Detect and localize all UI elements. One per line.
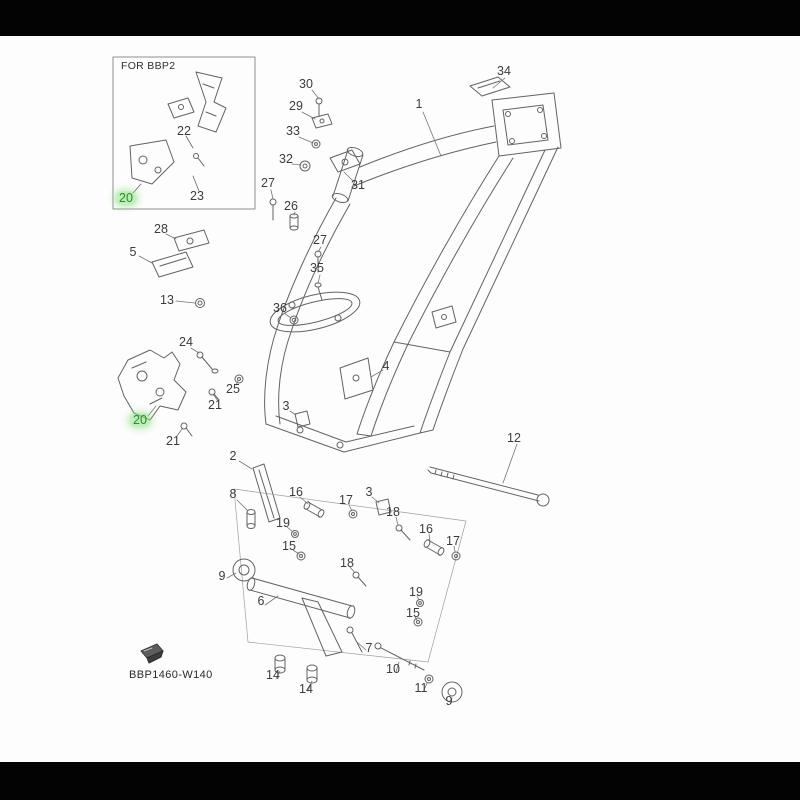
inset-box — [112, 56, 256, 210]
part-callout-11: 11 — [414, 680, 428, 695]
part-callout-35: 35 — [310, 260, 324, 275]
direction-arrow-icon — [140, 643, 164, 664]
part-callout-1: 1 — [415, 96, 423, 111]
part-callout-3: 3 — [365, 484, 373, 499]
part-callout-24: 24 — [179, 334, 193, 349]
part-code-label: BBP1460-W140 — [129, 669, 213, 681]
part-callout-14: 14 — [266, 667, 280, 682]
part-callout-19: 19 — [276, 515, 290, 530]
pivot-bolt-12 — [427, 466, 550, 507]
part-callout-28: 28 — [154, 221, 168, 236]
part-callout-7: 7 — [365, 640, 373, 655]
part-callout-32: 32 — [279, 151, 293, 166]
fastener-cluster-top — [269, 97, 361, 325]
part-callout-20: 20 — [129, 412, 151, 428]
part-callout-17: 17 — [446, 533, 460, 548]
part-callout-3: 3 — [282, 398, 290, 413]
part-callout-16: 16 — [419, 521, 433, 536]
leader-lines — [138, 77, 518, 704]
letterbox-top — [0, 0, 800, 36]
part-callout-15: 15 — [282, 538, 296, 553]
part-callout-5: 5 — [129, 244, 137, 259]
part-callout-19: 19 — [409, 584, 423, 599]
part-callout-29: 29 — [289, 98, 303, 113]
part-callout-4: 4 — [382, 358, 390, 373]
part-callout-8: 8 — [229, 486, 237, 501]
part-callout-14: 14 — [299, 681, 313, 696]
part-callout-2: 2 — [229, 448, 237, 463]
part-callout-34: 34 — [497, 63, 511, 78]
part-callout-17: 17 — [339, 492, 353, 507]
part-callout-33: 33 — [286, 123, 300, 138]
part-callout-6: 6 — [257, 593, 265, 608]
part-callout-27: 27 — [313, 232, 327, 247]
part-callout-16: 16 — [289, 484, 303, 499]
part-callout-22: 22 — [177, 123, 191, 138]
part-callout-31: 31 — [351, 177, 365, 192]
part-callout-12: 12 — [507, 430, 521, 445]
part-callout-9: 9 — [445, 693, 453, 708]
part-callout-18: 18 — [386, 504, 400, 519]
lower-mount-assembly — [232, 558, 463, 703]
part-callout-27: 27 — [261, 175, 275, 190]
part-callout-30: 30 — [299, 76, 313, 91]
part-callout-20: 20 — [115, 190, 137, 206]
part-callout-23: 23 — [190, 188, 204, 203]
part-callout-18: 18 — [340, 555, 354, 570]
inset-title: FOR BBP2 — [121, 60, 176, 72]
part-callout-13: 13 — [160, 292, 174, 307]
part-callout-10: 10 — [386, 661, 400, 676]
frame-assembly — [264, 76, 562, 453]
small-parts-middle — [233, 357, 467, 663]
part-callout-25: 25 — [226, 381, 240, 396]
part-callout-21: 21 — [166, 433, 180, 448]
part-callout-26: 26 — [284, 198, 298, 213]
part-callout-21: 21 — [208, 397, 222, 412]
left-bracket-assembly — [117, 229, 244, 437]
part-callout-15: 15 — [406, 605, 420, 620]
part-callout-9: 9 — [218, 568, 226, 583]
letterbox-bottom — [0, 762, 800, 800]
part-callout-36: 36 — [273, 300, 287, 315]
